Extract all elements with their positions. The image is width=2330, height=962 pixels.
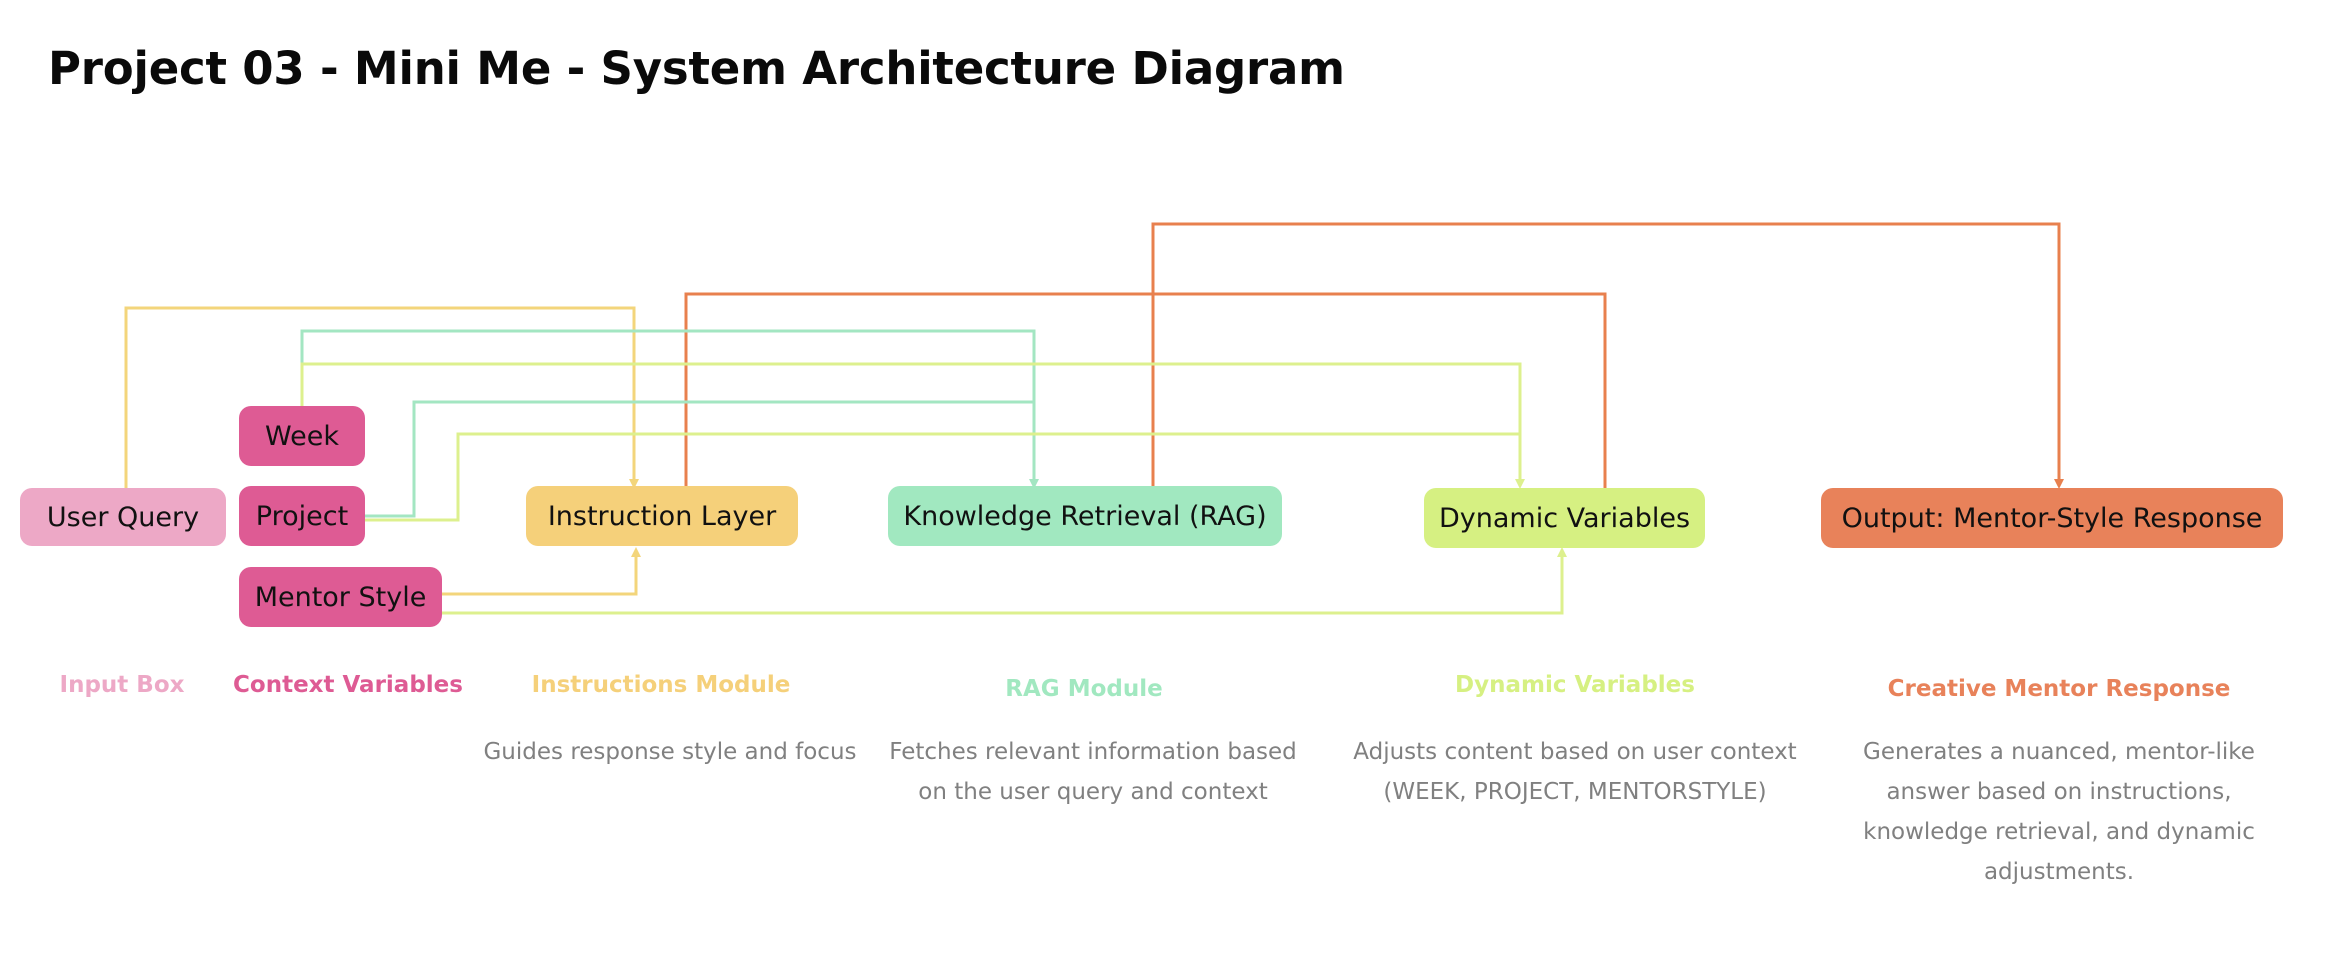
connector-mentor-to-instruction: [442, 547, 641, 596]
output-box[interactable]: Output: Mentor-Style Response: [1821, 488, 2283, 548]
week-label: Week: [265, 420, 339, 452]
connector-project-to-rag: [364, 400, 1034, 518]
connector-mentor-to-dynamic: [442, 547, 1567, 615]
caption-instructions-module: Instructions Module: [531, 672, 791, 698]
description-line: Guides response style and focus: [483, 739, 857, 765]
project-label: Project: [255, 500, 349, 532]
user-query-box[interactable]: User Query: [20, 488, 226, 546]
description-line: Fetches relevant information based: [889, 739, 1297, 765]
description-line: Adjusts content based on user context: [1353, 739, 1797, 765]
description-rag: Fetches relevant information based on th…: [889, 732, 1297, 812]
connector-query-to-instruction: [124, 306, 639, 489]
mentor-style-label: Mentor Style: [254, 581, 427, 613]
description-line: Generates a nuanced, mentor-like: [1863, 739, 2255, 765]
instruction-layer-box[interactable]: Instruction Layer: [526, 486, 798, 546]
dynamic-variables-label: Dynamic Variables: [1438, 502, 1691, 534]
dynamic-variables-box[interactable]: Dynamic Variables: [1424, 488, 1705, 548]
description-dynamic: Adjusts content based on user context (W…: [1353, 732, 1796, 812]
output-label: Output: Mentor-Style Response: [1841, 502, 2263, 534]
description-line: adjustments.: [1983, 859, 2135, 885]
connector-week-to-rag: [300, 329, 1039, 489]
project-box[interactable]: Project: [239, 486, 365, 546]
week-box[interactable]: Week: [239, 406, 365, 466]
description-instructions: Guides response style and focus: [483, 732, 856, 772]
caption-context-variables: Context Variables: [233, 672, 463, 698]
instruction-layer-label: Instruction Layer: [547, 500, 777, 532]
description-output: Generates a nuanced, mentor-like answer …: [1863, 732, 2255, 892]
caption-rag-module: RAG Module: [1005, 676, 1163, 702]
description-line: on the user query and context: [918, 779, 1268, 805]
connector-week-to-dynamic: [300, 362, 1525, 489]
caption-creative-mentor-response: Creative Mentor Response: [1887, 676, 2231, 702]
caption-dynamic-variables: Dynamic Variables: [1455, 672, 1695, 698]
knowledge-retrieval-label: Knowledge Retrieval (RAG): [903, 500, 1267, 532]
description-line: (WEEK, PROJECT, MENTORSTYLE): [1383, 779, 1767, 805]
page-title: Project 03 - Mini Me - System Architectu…: [48, 42, 1345, 95]
description-line: answer based on instructions,: [1886, 779, 2232, 805]
mentor-style-box[interactable]: Mentor Style: [239, 567, 442, 627]
description-line: knowledge retrieval, and dynamic: [1863, 819, 2255, 845]
caption-input-box: Input Box: [59, 672, 185, 698]
connector-project-to-dynamic: [364, 432, 1520, 522]
connector-dynamic-to-instruction: [684, 292, 1607, 490]
connector-rag-to-output: [1151, 222, 2064, 489]
user-query-label: User Query: [46, 501, 200, 533]
knowledge-retrieval-box[interactable]: Knowledge Retrieval (RAG): [888, 486, 1282, 546]
